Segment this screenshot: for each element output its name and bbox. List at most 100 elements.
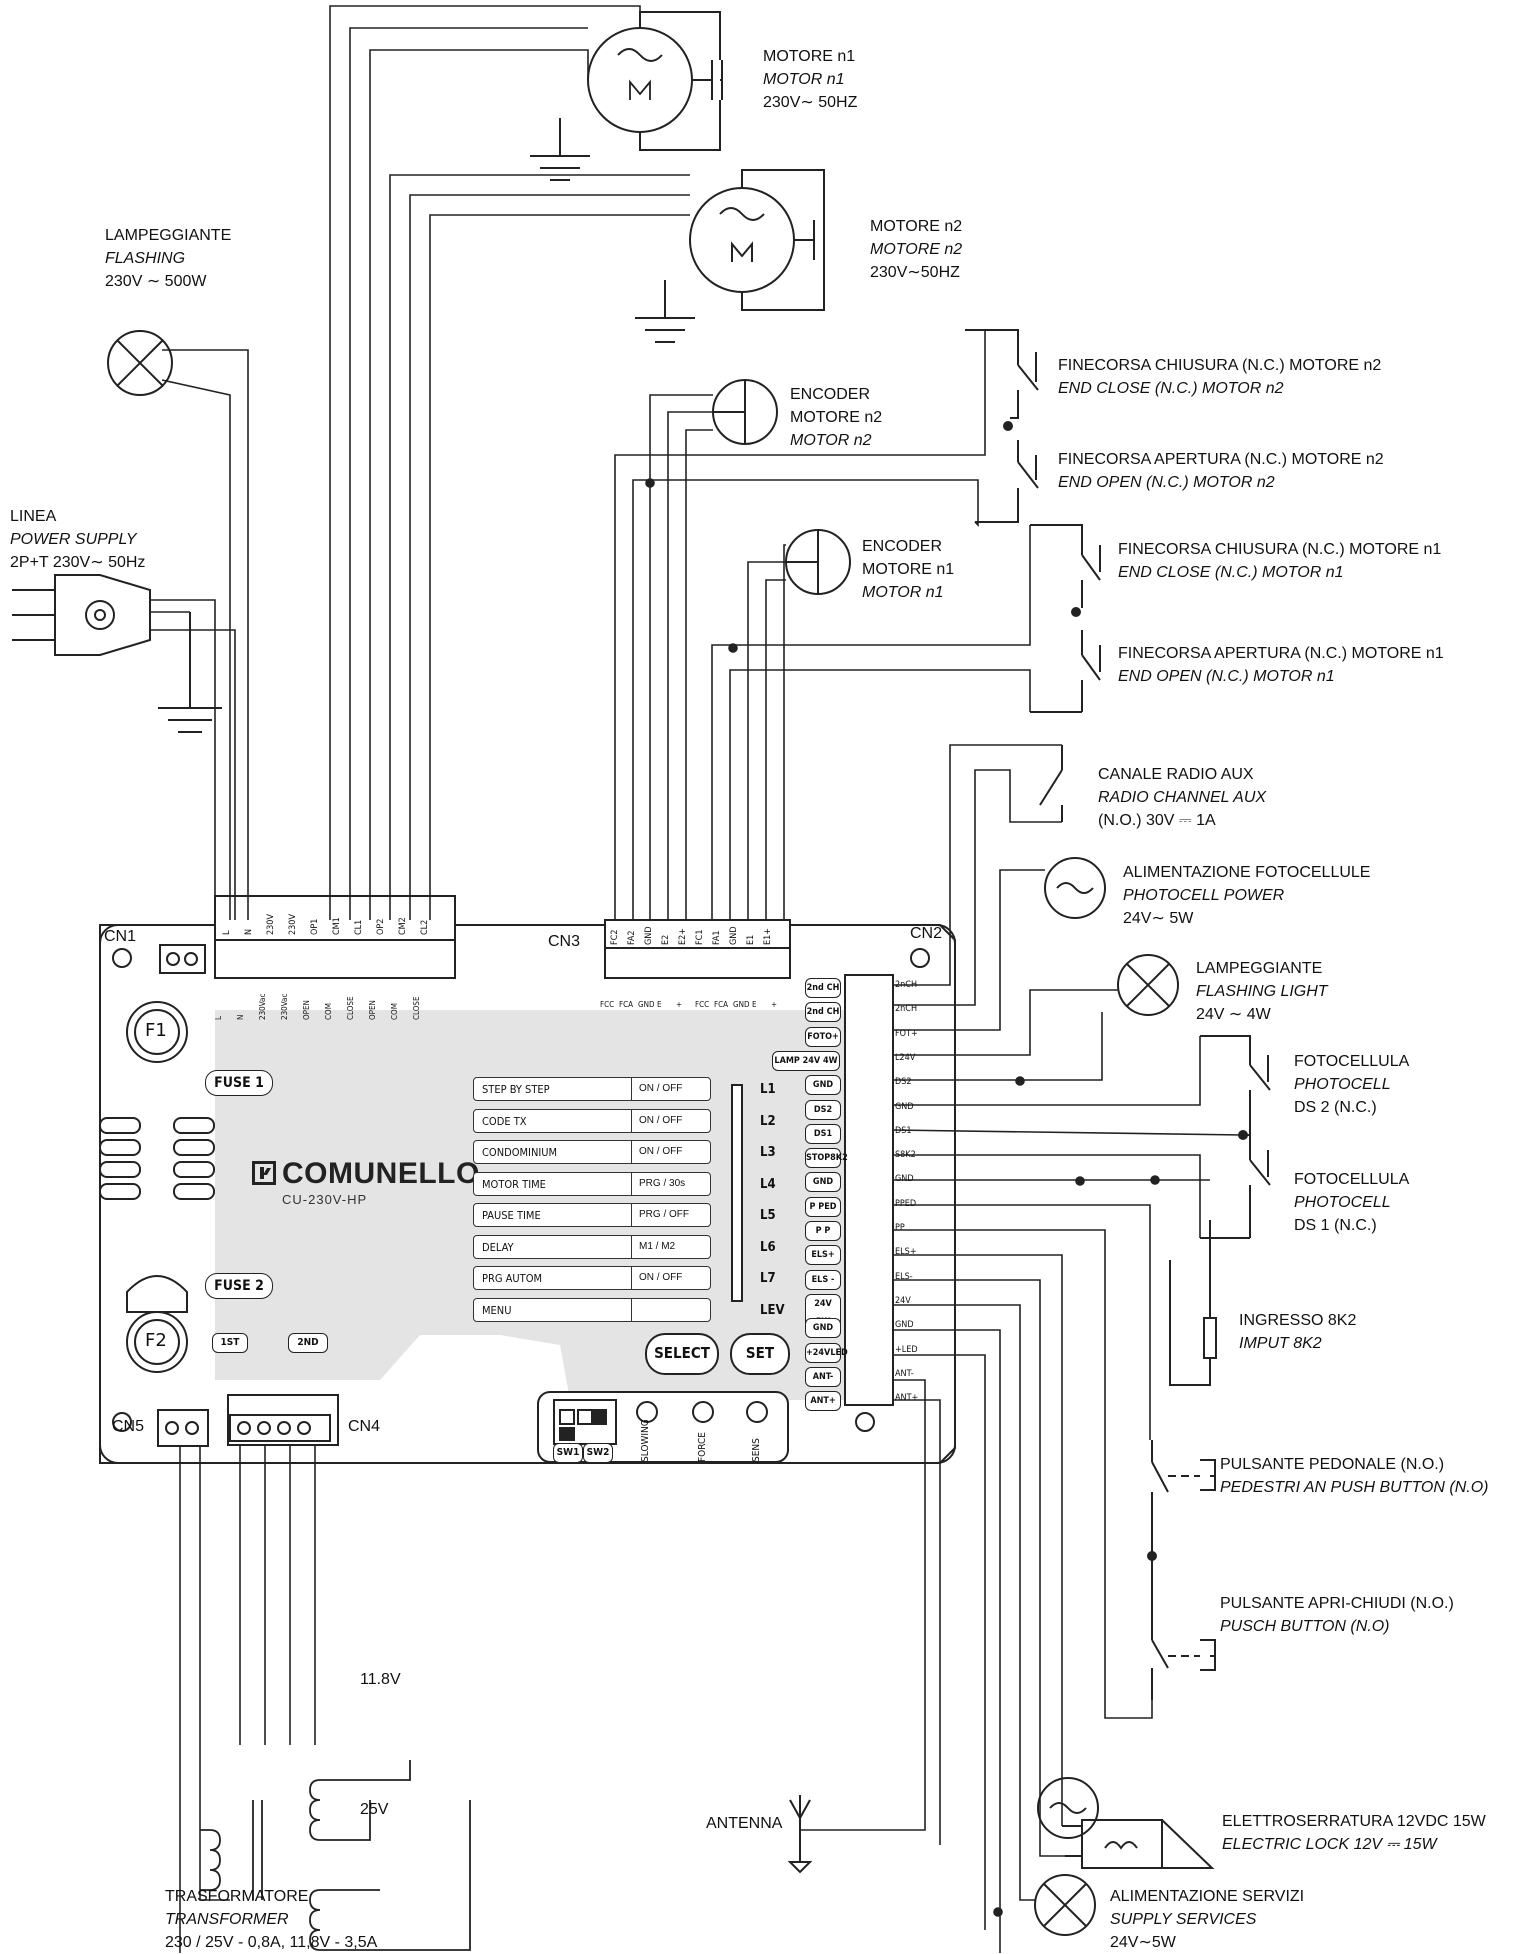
motor-1-spec: 230V∼ 50HZ — [763, 94, 858, 111]
photo-power-spec: 24V∼ 5W — [1123, 910, 1194, 927]
end-close-1-title: FINECORSA CHIUSURA (N.C.) MOTORE n1 — [1118, 541, 1442, 558]
end-close-1-sub: END CLOSE (N.C.) MOTOR n1 — [1118, 564, 1344, 581]
end-close-1-label: FINECORSA CHIUSURA (N.C.) MOTORE n1 END … — [1118, 538, 1441, 584]
cn1-key: CLOSE — [412, 996, 421, 1020]
motor-2-spec: 230V∼50HZ — [870, 264, 960, 281]
cn1-key: COM — [324, 1003, 333, 1020]
resistor-8k2 — [1169, 1220, 1217, 1386]
lock-sub: ELECTRIC LOCK 12V ⎓ 15W — [1222, 1836, 1437, 1853]
cn1-key: OPEN — [368, 1000, 377, 1020]
cn2-tag: P P — [805, 1221, 841, 1241]
pedestrian-title: PULSANTE PEDONALE (N.O.) — [1220, 1456, 1445, 1473]
cn1-pin: OP2 — [376, 918, 386, 935]
cn3-pin: FC2 — [610, 929, 620, 945]
cn1-key: OPEN — [302, 1000, 311, 1020]
flashing-label: LAMPEGGIANTE FLASHING 230V ∼ 500W — [105, 224, 231, 293]
cn3-pin: FA1 — [712, 930, 722, 945]
input-8k2-sub: IMPUT 8K2 — [1239, 1335, 1322, 1352]
end-open-2-title: FINECORSA APERTURA (N.C.) MOTORE n2 — [1058, 451, 1384, 468]
led-label: L3 — [760, 1145, 776, 1160]
trimmer-sens[interactable]: SENS — [751, 1438, 762, 1462]
board-model: CU-230V-HP — [282, 1192, 368, 1207]
fuse-f1-icon: F1 — [145, 1020, 167, 1041]
aux-2nd: 2ND — [288, 1333, 328, 1353]
aux-1st: 1ST — [212, 1333, 248, 1353]
flash-light-title: LAMPEGGIANTE — [1196, 960, 1323, 977]
menu-separator — [631, 1141, 632, 1163]
cn2-tag: GND — [805, 1318, 841, 1339]
cn3-pin: GND — [644, 926, 654, 945]
photo-power-sub: PHOTOCELL POWER — [1123, 887, 1285, 904]
encoder-1-sub: MOTOR n1 — [862, 584, 944, 601]
brand-name: COMUNELLO — [282, 1157, 480, 1190]
cn3-pin: FC1 — [695, 929, 705, 945]
cn2-pin: L24V — [895, 1052, 916, 1063]
trimmer-slowing[interactable]: SLOWING — [640, 1419, 651, 1462]
cn2-tag: DS2 — [805, 1099, 841, 1120]
encoder-2-label: ENCODER MOTORE n2 MOTOR n2 — [790, 383, 882, 452]
dip-sw1[interactable]: SW1 — [553, 1443, 583, 1463]
photo-power-label: ALIMENTAZIONE FOTOCELLULE PHOTOCELL POWE… — [1123, 861, 1370, 930]
led-label: L6 — [760, 1239, 776, 1255]
cn2-pin: S8K2 — [895, 1150, 916, 1161]
set-button[interactable]: SET — [730, 1333, 790, 1375]
cn2-tag: GND — [805, 1172, 841, 1193]
transformer-title: TRASFORMATORE — [165, 1888, 309, 1905]
cn1-key: CLOSE — [346, 996, 355, 1020]
services-source-circle — [1037, 1777, 1099, 1839]
select-button[interactable]: SELECT — [645, 1333, 719, 1375]
encoder-1-label: ENCODER MOTORE n1 MOTOR n1 — [862, 535, 954, 604]
menu-separator — [631, 1109, 632, 1132]
menu-name: PRG AUTOM — [482, 1272, 543, 1285]
cn2-tag: DS1 — [805, 1123, 841, 1144]
led-label: L4 — [760, 1176, 776, 1192]
menu-name: CODE TX — [482, 1114, 527, 1128]
fuse-2-label: FUSE 2 — [205, 1273, 273, 1299]
transformer-sub: TRANSFORMER — [165, 1911, 289, 1928]
dip-sw2[interactable]: SW2 — [583, 1443, 613, 1463]
cn3-key: + — [771, 1000, 778, 1009]
lock-label: ELETTROSERRATURA 12VDC 15W ELECTRIC LOCK… — [1222, 1810, 1486, 1856]
end-close-2-sub: END CLOSE (N.C.) MOTOR n2 — [1058, 380, 1284, 397]
photo-1-sub: PHOTOCELL — [1294, 1194, 1391, 1211]
cn2-pin: 24V — [895, 1295, 911, 1306]
cn2-pin: +LED — [895, 1344, 918, 1355]
cn3-key: FCA — [714, 1000, 729, 1009]
radio-aux-contact — [1039, 745, 1063, 822]
limit-switches-motor-2 — [965, 329, 1039, 523]
menu-row[interactable]: MENU — [473, 1297, 711, 1322]
menu-value: M1 / M2 — [639, 1240, 676, 1252]
flashing-lamp-230v — [107, 330, 173, 396]
cn1-pin: CL1 — [354, 919, 364, 935]
cn3-key: + — [676, 1000, 683, 1009]
photo-power-title: ALIMENTAZIONE FOTOCELLULE — [1123, 864, 1371, 881]
flash-light-spec: 24V ∼ 4W — [1196, 1006, 1271, 1023]
flashing-spec: 230V ∼ 500W — [105, 273, 207, 290]
transformer-coils — [200, 1745, 471, 1953]
motor-2-label: MOTORE n2 MOTORE n2 230V∼50HZ — [870, 215, 962, 284]
cn1-key: L — [214, 1015, 223, 1020]
encoder-1-title: ENCODER — [862, 538, 943, 555]
voltage-25v: 25V — [360, 1801, 389, 1818]
photo-2-label: FOTOCELLULA PHOTOCELL DS 2 (N.C.) — [1294, 1050, 1409, 1119]
cn1-pin: 230V — [288, 914, 298, 935]
end-open-1-sub: END OPEN (N.C.) MOTOR n1 — [1118, 668, 1335, 685]
menu-separator — [631, 1078, 632, 1100]
antenna-label: ANTENNA — [706, 1812, 782, 1835]
photocell-power — [1044, 857, 1106, 919]
cn1-pin: CL2 — [420, 919, 430, 935]
trimmer-force[interactable]: FORCE — [697, 1432, 708, 1462]
cn2-pin: GND — [895, 1320, 914, 1331]
voltage-11-8v: 11.8V — [360, 1671, 401, 1688]
photo-2-spec: DS 2 (N.C.) — [1294, 1099, 1377, 1116]
cn3-label: CN3 — [548, 933, 581, 950]
input-8k2-title: INGRESSO 8K2 — [1239, 1312, 1357, 1329]
photo-2-sub: PHOTOCELL — [1294, 1076, 1391, 1093]
